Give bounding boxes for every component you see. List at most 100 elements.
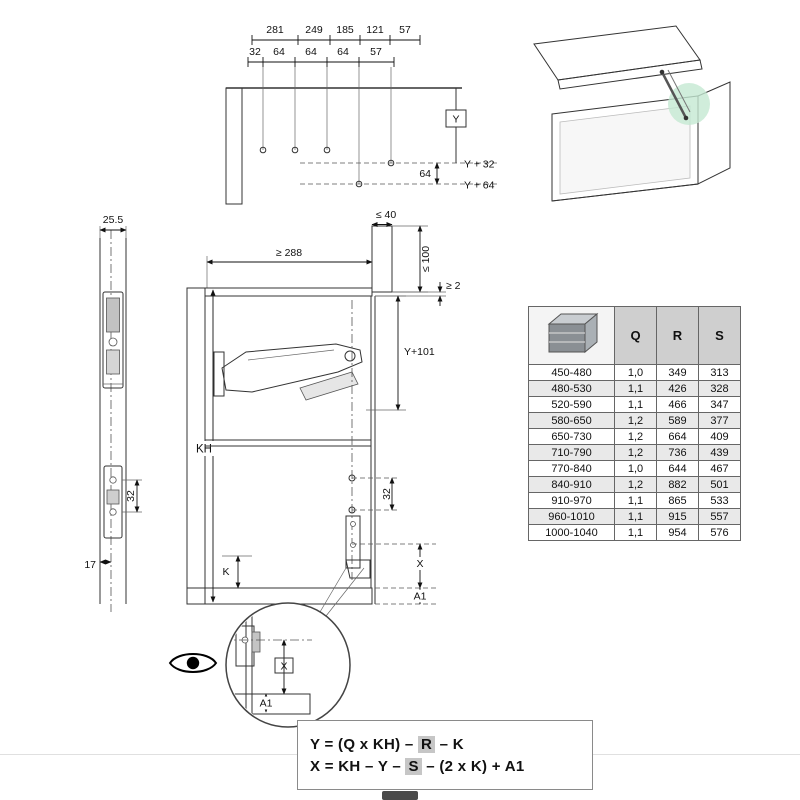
dim-label: ≥ 2 — [446, 280, 461, 292]
detail-circle — [225, 602, 351, 728]
label-mask — [220, 564, 233, 578]
kh-range-cell: 1000-1040 — [528, 524, 615, 541]
lower-hardware — [103, 465, 123, 539]
door-bracket — [345, 515, 371, 579]
kh-range-cell: 770-840 — [528, 460, 615, 477]
table-header-row: Q R S — [528, 306, 741, 365]
kh-range-cell: 650-730 — [528, 428, 615, 445]
r-cell: 882 — [656, 476, 699, 493]
dim-label: Y + 32 — [464, 159, 495, 171]
q-cell: 1,1 — [614, 396, 657, 413]
q-cell: 1,1 — [614, 380, 657, 397]
kh-range-cell: 480-530 — [528, 380, 615, 397]
r-cell: 664 — [656, 428, 699, 445]
dim-label: ≤ 100 — [420, 246, 432, 272]
dim-label: 17 — [84, 559, 96, 571]
arm-pivot — [683, 115, 689, 121]
column-header-s: S — [698, 306, 741, 365]
kh-range-cell: 580-650 — [528, 412, 615, 429]
dim-label: 32 — [381, 488, 393, 500]
kh-range-cell: 520-590 — [528, 396, 615, 413]
s-cell: 409 — [698, 428, 741, 445]
q-cell: 1,2 — [614, 444, 657, 461]
kh-range-cell: 960-1010 — [528, 508, 615, 525]
dim-label: 32 — [249, 46, 261, 58]
cabinet-section-view: ≤ 40 ≤ 100 ≥ 288 ≥ 2 KH Y+101 — [186, 209, 461, 605]
column-header-q: Q — [614, 306, 657, 365]
r-cell: 954 — [656, 524, 699, 541]
dim-label: 249 — [305, 24, 323, 36]
q-cell: 1,0 — [614, 364, 657, 381]
kh-range-cell: 910-970 — [528, 492, 615, 509]
lift-mechanism — [213, 343, 363, 401]
formula-y-pre: Y = (Q x KH) – — [310, 735, 419, 753]
kh-range-cell: 840-910 — [528, 476, 615, 493]
q-cell: 1,2 — [614, 428, 657, 445]
column-header-r: R — [656, 306, 699, 365]
q-cell: 1,1 — [614, 492, 657, 509]
s-cell: 313 — [698, 364, 741, 381]
dim-label: 185 — [336, 24, 354, 36]
formula-x: X = KH – Y – S – (2 x K) + A1 — [310, 757, 592, 775]
formula-x-highlight: S — [405, 757, 422, 775]
cabinet-back-panel — [559, 105, 691, 195]
dim-label: A1 — [260, 698, 273, 710]
s-cell: 377 — [698, 412, 741, 429]
q-cell: 1,0 — [614, 460, 657, 477]
label-mask — [409, 589, 431, 603]
dim-label: K — [222, 566, 229, 578]
s-cell: 576 — [698, 524, 741, 541]
arm-pivot — [659, 69, 665, 75]
dim-label: 64 — [273, 46, 285, 58]
cabinet-top-hatch — [204, 287, 373, 297]
r-cell: 589 — [656, 412, 699, 429]
formula-box: Y = (Q x KH) – R – K X = KH – Y – S – (2… — [297, 720, 593, 790]
screw-hole — [109, 476, 117, 484]
dim-label: X — [416, 558, 423, 570]
dim-label: 121 — [366, 24, 384, 36]
drill-hole — [291, 146, 299, 154]
label-mask — [191, 441, 218, 456]
dim-label: Y + 64 — [464, 180, 495, 192]
s-cell: 347 — [698, 396, 741, 413]
s-cell: 328 — [698, 380, 741, 397]
s-cell: 533 — [698, 492, 741, 509]
r-cell: 915 — [656, 508, 699, 525]
dim-label: 32 — [125, 490, 137, 502]
cabinet-bottom-hatch — [186, 587, 373, 605]
kh-range-cell: 450-480 — [528, 364, 615, 381]
dim-label: ≥ 288 — [276, 247, 302, 259]
dim-label: A1 — [414, 591, 427, 603]
formula-x-post: – (2 x K) + A1 — [421, 757, 525, 775]
dim-label: X — [280, 661, 287, 673]
logo-mark — [382, 791, 418, 800]
highlight-circle — [668, 83, 710, 125]
fascia-section-hatch — [371, 225, 393, 293]
dim-label: 25.5 — [103, 214, 124, 226]
x-detail-box — [274, 657, 294, 674]
r-cell: 466 — [656, 396, 699, 413]
dim-label: 281 — [266, 24, 284, 36]
cabinet-icon — [528, 306, 615, 365]
detail-view: X A1 — [168, 567, 365, 728]
s-cell: 501 — [698, 476, 741, 493]
q-cell: 1,2 — [614, 476, 657, 493]
drill-hole — [323, 146, 331, 154]
label-mask — [413, 557, 427, 570]
top-plan-view: 281 249 185 121 57 32 64 64 64 57 Y — [225, 24, 500, 205]
label-mask — [255, 696, 277, 710]
dim-label: 57 — [399, 24, 411, 36]
s-cell: 439 — [698, 444, 741, 461]
screw-hole — [109, 508, 117, 516]
formula-y-highlight: R — [418, 735, 436, 753]
